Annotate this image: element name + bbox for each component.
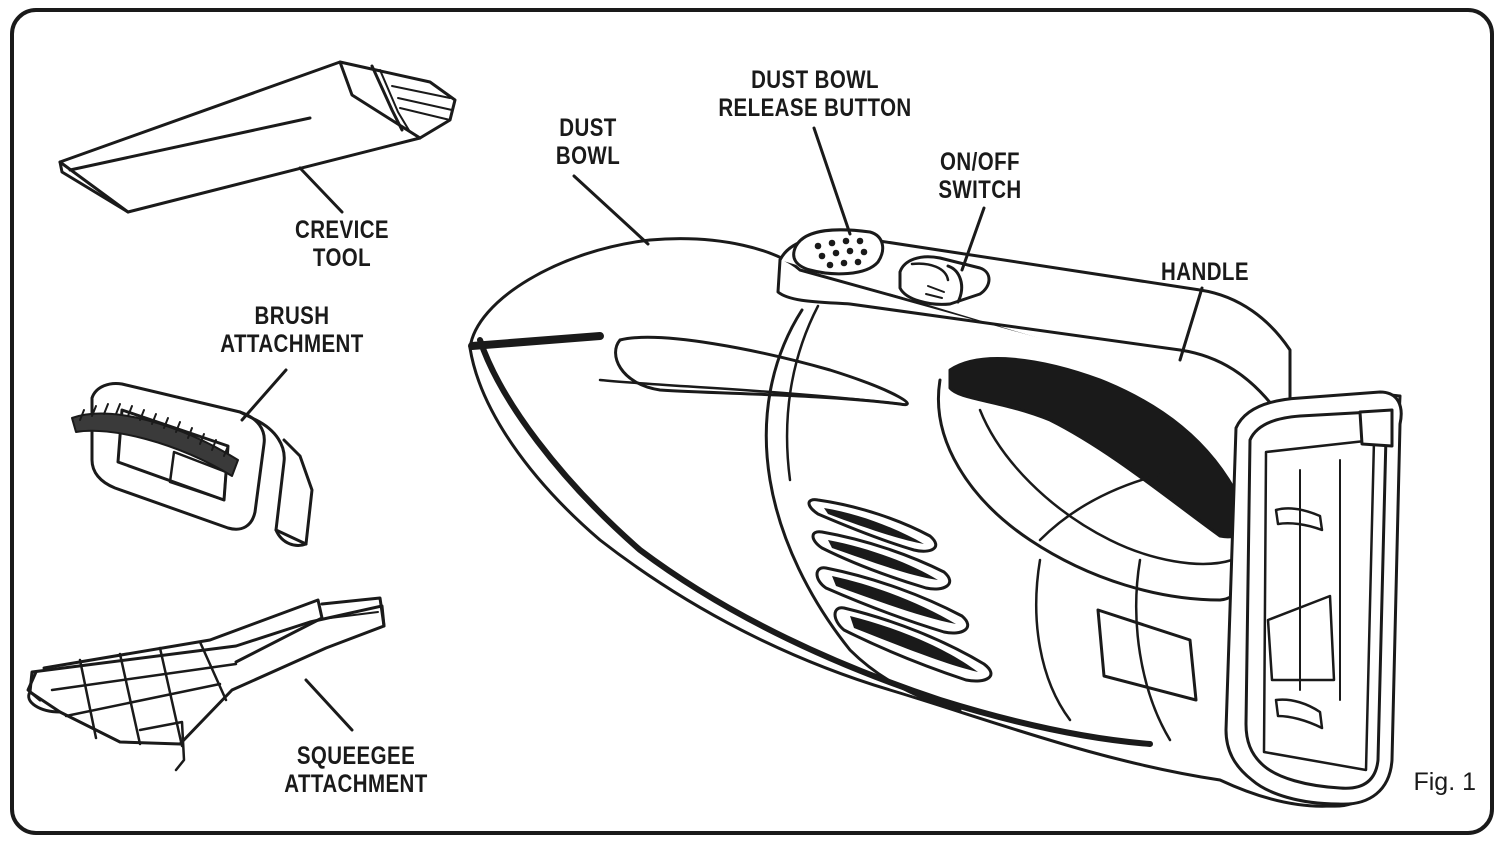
figure-frame — [10, 8, 1494, 835]
brush-attachment-leader — [240, 368, 288, 422]
handle-leader — [1178, 286, 1204, 362]
crevice-tool-illustration — [58, 60, 457, 214]
onoff-switch-leader — [960, 206, 986, 272]
release-button-leader — [812, 126, 852, 236]
label-handle: HANDLE — [1161, 258, 1249, 286]
brush-attachment-illustration — [71, 382, 314, 547]
vacuum-body-illustration — [468, 228, 1403, 808]
squeegee-attachment-illustration — [26, 596, 386, 772]
figure-number: Fig. 1 — [1413, 768, 1476, 796]
crevice-tool-leader — [298, 166, 344, 214]
dust-bowl-leader — [572, 174, 650, 246]
squeegee-attachment-leader — [304, 678, 354, 732]
